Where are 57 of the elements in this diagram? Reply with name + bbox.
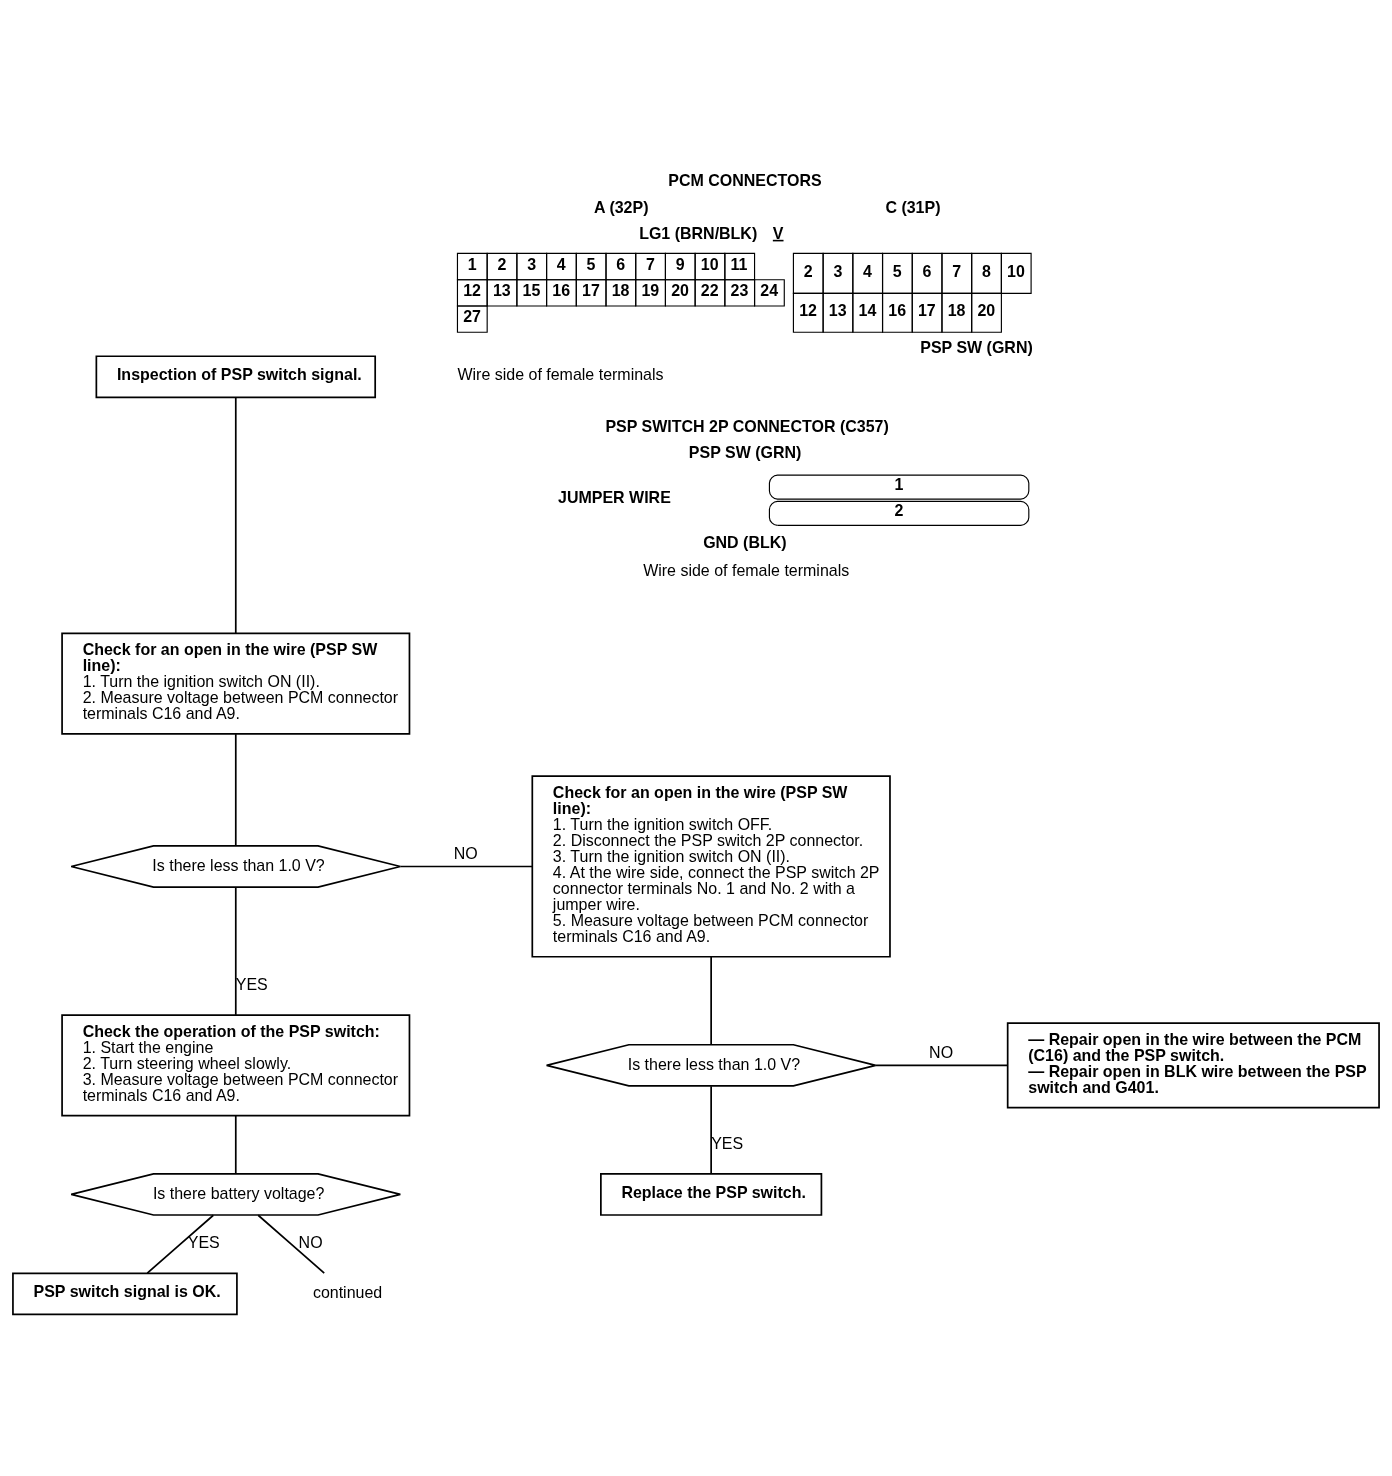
label: 20 [671,281,689,299]
label: 4 [556,255,566,273]
label: 23 [730,281,749,299]
edge-label: YES [711,1134,744,1152]
label: Wire side of female terminals [643,561,850,579]
label: 12 [799,301,817,319]
label: 10 [700,255,719,273]
label: 6 [922,262,932,279]
label: LG1 (BRN/BLK) [639,224,758,242]
label: PSP SW (GRN) [688,443,802,461]
label: A (32P) [594,198,649,216]
label: 5 [586,255,596,273]
label: 2 [803,262,813,279]
label: 2 [894,501,904,519]
label: 15 [522,281,541,299]
label: 5 [892,262,902,279]
label: 16 [888,301,907,319]
label: 27 [463,307,481,325]
label: 18 [947,301,966,319]
label: 1 [894,475,904,493]
label: 3 [833,262,843,279]
label: 4 [863,262,873,279]
label: 19 [641,281,660,299]
label: 3 [527,255,537,273]
label: JUMPER WIRE [558,488,671,506]
edge-label: NO [453,844,478,862]
label: 2 [497,255,507,273]
label: 12 [463,281,481,299]
label: 6 [616,255,626,273]
label: 14 [858,301,877,319]
label: 1 [467,255,477,273]
label: 8 [981,262,991,279]
label: 17 [917,301,936,319]
label: 13 [492,281,511,299]
label: 10 [1007,262,1025,279]
label: GND (BLK) [703,533,787,551]
edge-label: NO [929,1043,954,1061]
label: V [772,224,784,242]
label: 7 [952,262,962,279]
edge-label: NO [298,1233,323,1251]
label: PSP SWITCH 2P CONNECTOR (C357) [605,417,889,435]
label: C (31P) [885,198,941,216]
label: 24 [760,281,779,299]
label: 16 [552,281,571,299]
label: 7 [646,255,655,273]
label: 11 [730,255,748,273]
label: 18 [611,281,630,299]
label: Wire side of female terminals [457,365,664,383]
label: 9 [675,255,685,273]
label: 13 [828,301,847,319]
label: 17 [582,281,600,299]
label: 22 [700,281,719,299]
label: PSP SW (GRN) [920,338,1033,356]
label: PCM CONNECTORS [668,171,822,189]
edge-label: YES [187,1233,220,1251]
label: 20 [977,301,996,319]
node-text: continued [312,1283,383,1301]
